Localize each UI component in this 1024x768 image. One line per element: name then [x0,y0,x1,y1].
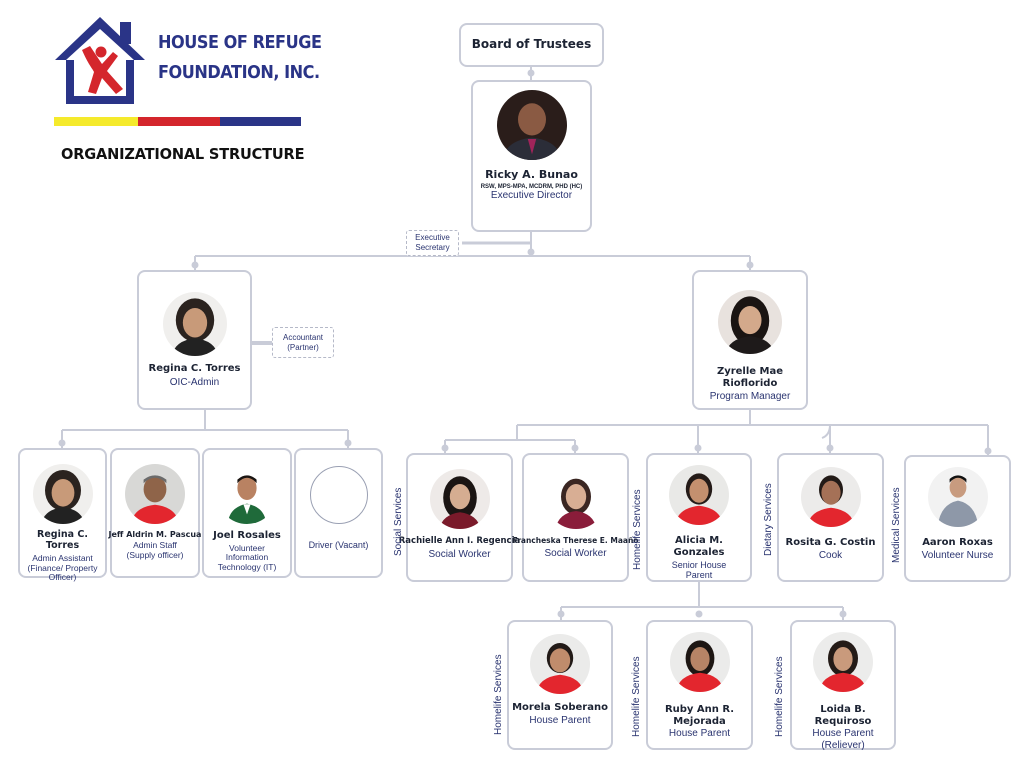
admin-assistant-role: Admin Assistant (Finance/ Property Offic… [27,552,98,583]
driver-vacant-role: Driver (Vacant) [308,540,369,550]
senior-house-parent-role: Senior House Parent [671,560,727,581]
program-manager-name: Zyrelle Mae Rioflorido [716,366,784,389]
homelife-services-label-3: Homelife Services [774,656,785,737]
admin-assistant-name: Regina C. Torres [37,529,88,551]
admin-staff-card: Jeff Aldrin M. Pascua Admin Staff (Suppl… [108,448,202,578]
brand-name-line1: HOUSE OF REFUGE [158,33,322,53]
volunteer-it-name: Joel Rosales [213,530,281,541]
volunteer-nurse-role: Volunteer Nurse [921,549,994,561]
volunteer-nurse-name: Aaron Roxas [922,537,993,548]
accountant-line2: (Partner) [287,342,319,352]
house-parent-reliever-name: Loida B. Requiroso [814,704,872,727]
volunteer-it-role: Volunteer Information Technology (IT) [217,542,277,573]
social-worker-2-name: Francheska Therese E. Maaño [512,536,639,545]
senior-house-parent-name: Alicia M. Gonzales [673,535,725,558]
volunteer-it-card: Joel Rosales Volunteer Information Techn… [202,448,292,578]
oic-admin-card: Regina C. Torres OIC-Admin [137,270,252,410]
social-worker-1-name: Rachielle Ann I. Regencia [398,536,521,546]
page-title: ORGANIZATIONAL STRUCTURE [61,145,305,163]
brand-color-bar [54,117,301,126]
volunteer-it-photo [217,464,277,524]
director-credentials: RSW, MPS-MPA, MCDRM, PHD (HC) [480,183,583,190]
house-parent-2-card: Ruby Ann R. Mejorada House Parent [646,620,753,750]
house-parent-2-name: Ruby Ann R. Mejorada [664,704,735,727]
executive-director-card: Ricky A. Bunao RSW, MPS-MPA, MCDRM, PHD … [471,80,592,232]
brand-bar-red [138,117,220,126]
social-worker-1-photo [429,469,490,529]
board-label: Board of Trustees [471,37,592,52]
admin-staff-photo [125,464,185,524]
director-name: Ricky A. Bunao [485,168,578,181]
house-parent-reliever-role: House Parent (Reliever) [812,728,874,751]
program-manager-role: Program Manager [709,391,791,402]
accountant-line1: Accountant [282,332,324,342]
house-parent-1-photo [530,634,590,694]
admin-staff-name: Jeff Aldrin M. Pascua [108,530,202,539]
oic-admin-photo [162,292,227,356]
cook-role: Cook [818,549,843,561]
volunteer-nurse-photo [927,467,988,527]
vacant-photo-placeholder [309,466,368,524]
social-worker-2-photo [545,469,606,529]
admin-assistant-card: Regina C. Torres Admin Assistant (Financ… [18,448,107,582]
social-worker-2-card: Francheska Therese E. Maaño Social Worke… [513,453,638,582]
house-parent-1-name: Morela Soberano [512,702,608,713]
social-worker-1-role: Social Worker [428,548,491,560]
executive-secretary-line2: Secretary [415,243,450,252]
social-worker-1-card: Rachielle Ann I. Regencia Social Worker [399,453,520,582]
social-worker-2-role: Social Worker [544,547,607,559]
cook-card: Rosita G. Costin Cook [777,453,884,582]
homelife-services-label-1: Homelife Services [493,654,504,735]
house-parent-reliever-card: Loida B. Requiroso House Parent (Relieve… [790,620,896,751]
senior-house-parent-card: Alicia M. Gonzales Senior House Parent [646,453,752,582]
brand-name-line2: FOUNDATION, INC. [158,63,320,83]
director-photo [496,90,567,160]
senior-house-parent-photo [669,465,729,525]
volunteer-nurse-card: Aaron Roxas Volunteer Nurse [904,455,1011,582]
executive-secretary-line1: Executive [415,233,450,242]
board-of-trustees-box: Board of Trustees [459,23,604,67]
director-role: Executive Director [490,190,573,202]
dietary-services-label: Dietary Services [763,483,774,556]
program-manager-photo [718,290,782,354]
accountant-box: Accountant(Partner) [272,327,334,358]
social-services-label: Social Services [393,487,404,556]
cook-photo [800,467,861,527]
admin-staff-role: Admin Staff (Supply officer) [126,540,184,560]
program-manager-card: Zyrelle Mae Rioflorido Program Manager [692,270,808,410]
oic-admin-name: Regina C. Torres [148,363,241,374]
admin-assistant-photo [32,464,93,524]
house-parent-2-role: House Parent [668,728,731,739]
house-parent-2-photo [669,632,730,692]
brand-bar-navy [220,117,301,126]
medical-services-label: Medical Services [891,487,902,563]
homelife-services-label-2: Homelife Services [631,656,642,737]
cook-name: Rosita G. Costin [785,537,876,548]
homelife-services-label: Homelife Services [632,489,643,570]
oic-admin-role: OIC-Admin [169,376,220,388]
house-parent-1-role: House Parent [529,714,591,726]
house-logo-icon [55,17,145,104]
brand-bar-yellow [54,117,138,126]
house-parent-reliever-photo [813,632,873,692]
driver-vacant-card: Driver (Vacant) [294,448,383,578]
house-parent-1-card: Morela Soberano House Parent [507,620,613,750]
